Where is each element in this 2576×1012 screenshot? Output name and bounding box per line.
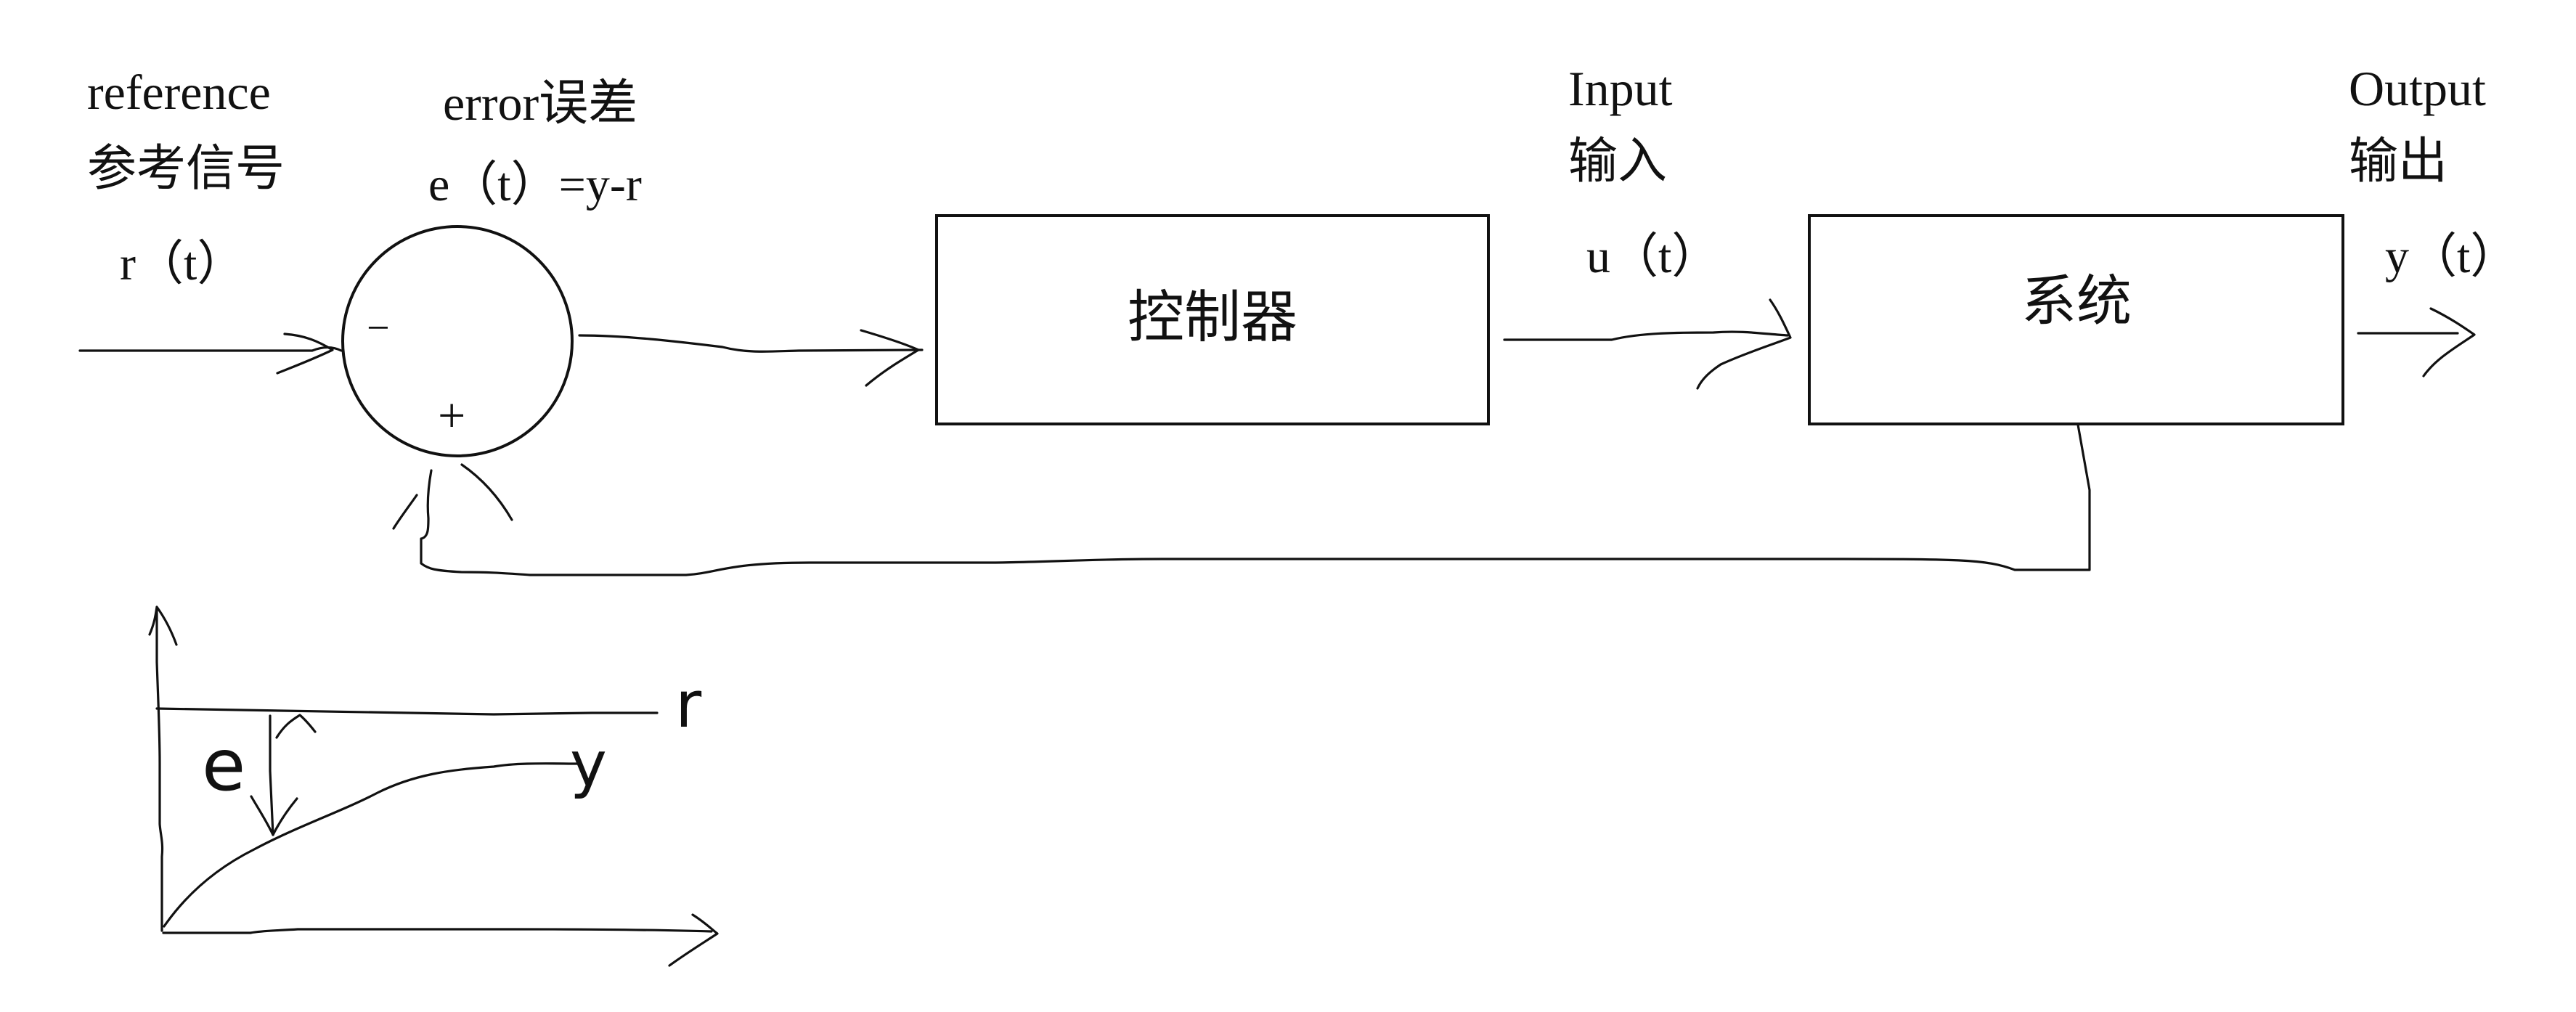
sketch-reference-line: [155, 707, 659, 716]
controller-input-arrow: [860, 329, 920, 387]
sketch-output-curve: [163, 762, 582, 928]
input-signal-label: u（t）: [1586, 230, 1719, 283]
output-label-cn: 输出: [2349, 133, 2447, 190]
reference-label-cn: 参考信号: [87, 140, 285, 197]
sketch-r-label: r: [675, 667, 702, 742]
error-title: error误差: [443, 76, 637, 131]
reference-input-line: [78, 346, 343, 352]
sketch-y-axis: [155, 608, 164, 932]
reference-input-arrow: [276, 332, 334, 375]
feedback-line: [420, 423, 2091, 576]
controller-block: [935, 214, 1490, 425]
feedback-arrow-left: [392, 494, 418, 530]
output-signal-label: y（t）: [2385, 230, 2518, 283]
sketch-error-indicator: [269, 714, 274, 836]
sketch-x-arrow: [668, 913, 719, 967]
reference-signal-label: r（t）: [120, 237, 245, 290]
error-formula: e（t）=y-r: [428, 158, 642, 211]
input-label-en: Input: [1568, 61, 1673, 116]
input-label-cn: 输入: [1568, 133, 1667, 190]
summing-to-controller-line: [578, 334, 924, 353]
output-label-en: Output: [2349, 61, 2486, 116]
reference-label-en: reference: [87, 65, 271, 120]
system-block: [1808, 214, 2344, 425]
summing-junction: [341, 225, 574, 457]
sketch-error-arrow-bottom: [250, 795, 298, 836]
output-arrow: [2422, 307, 2476, 378]
feedback-arrow-right: [460, 463, 513, 521]
system-label: 系统: [2021, 269, 2132, 333]
controller-to-system-line: [1503, 330, 1789, 341]
sketch-y-label: y: [570, 728, 607, 801]
plus-sign: +: [438, 388, 465, 443]
sketch-error-arrow-top: [275, 714, 317, 739]
controller-label: 控制器: [1128, 285, 1297, 350]
minus-sign: −: [367, 306, 390, 351]
sketch-x-axis: [162, 928, 713, 934]
system-input-arrow: [1696, 298, 1792, 390]
sketch-y-arrow: [148, 605, 178, 646]
sketch-e-label: e: [202, 725, 245, 807]
